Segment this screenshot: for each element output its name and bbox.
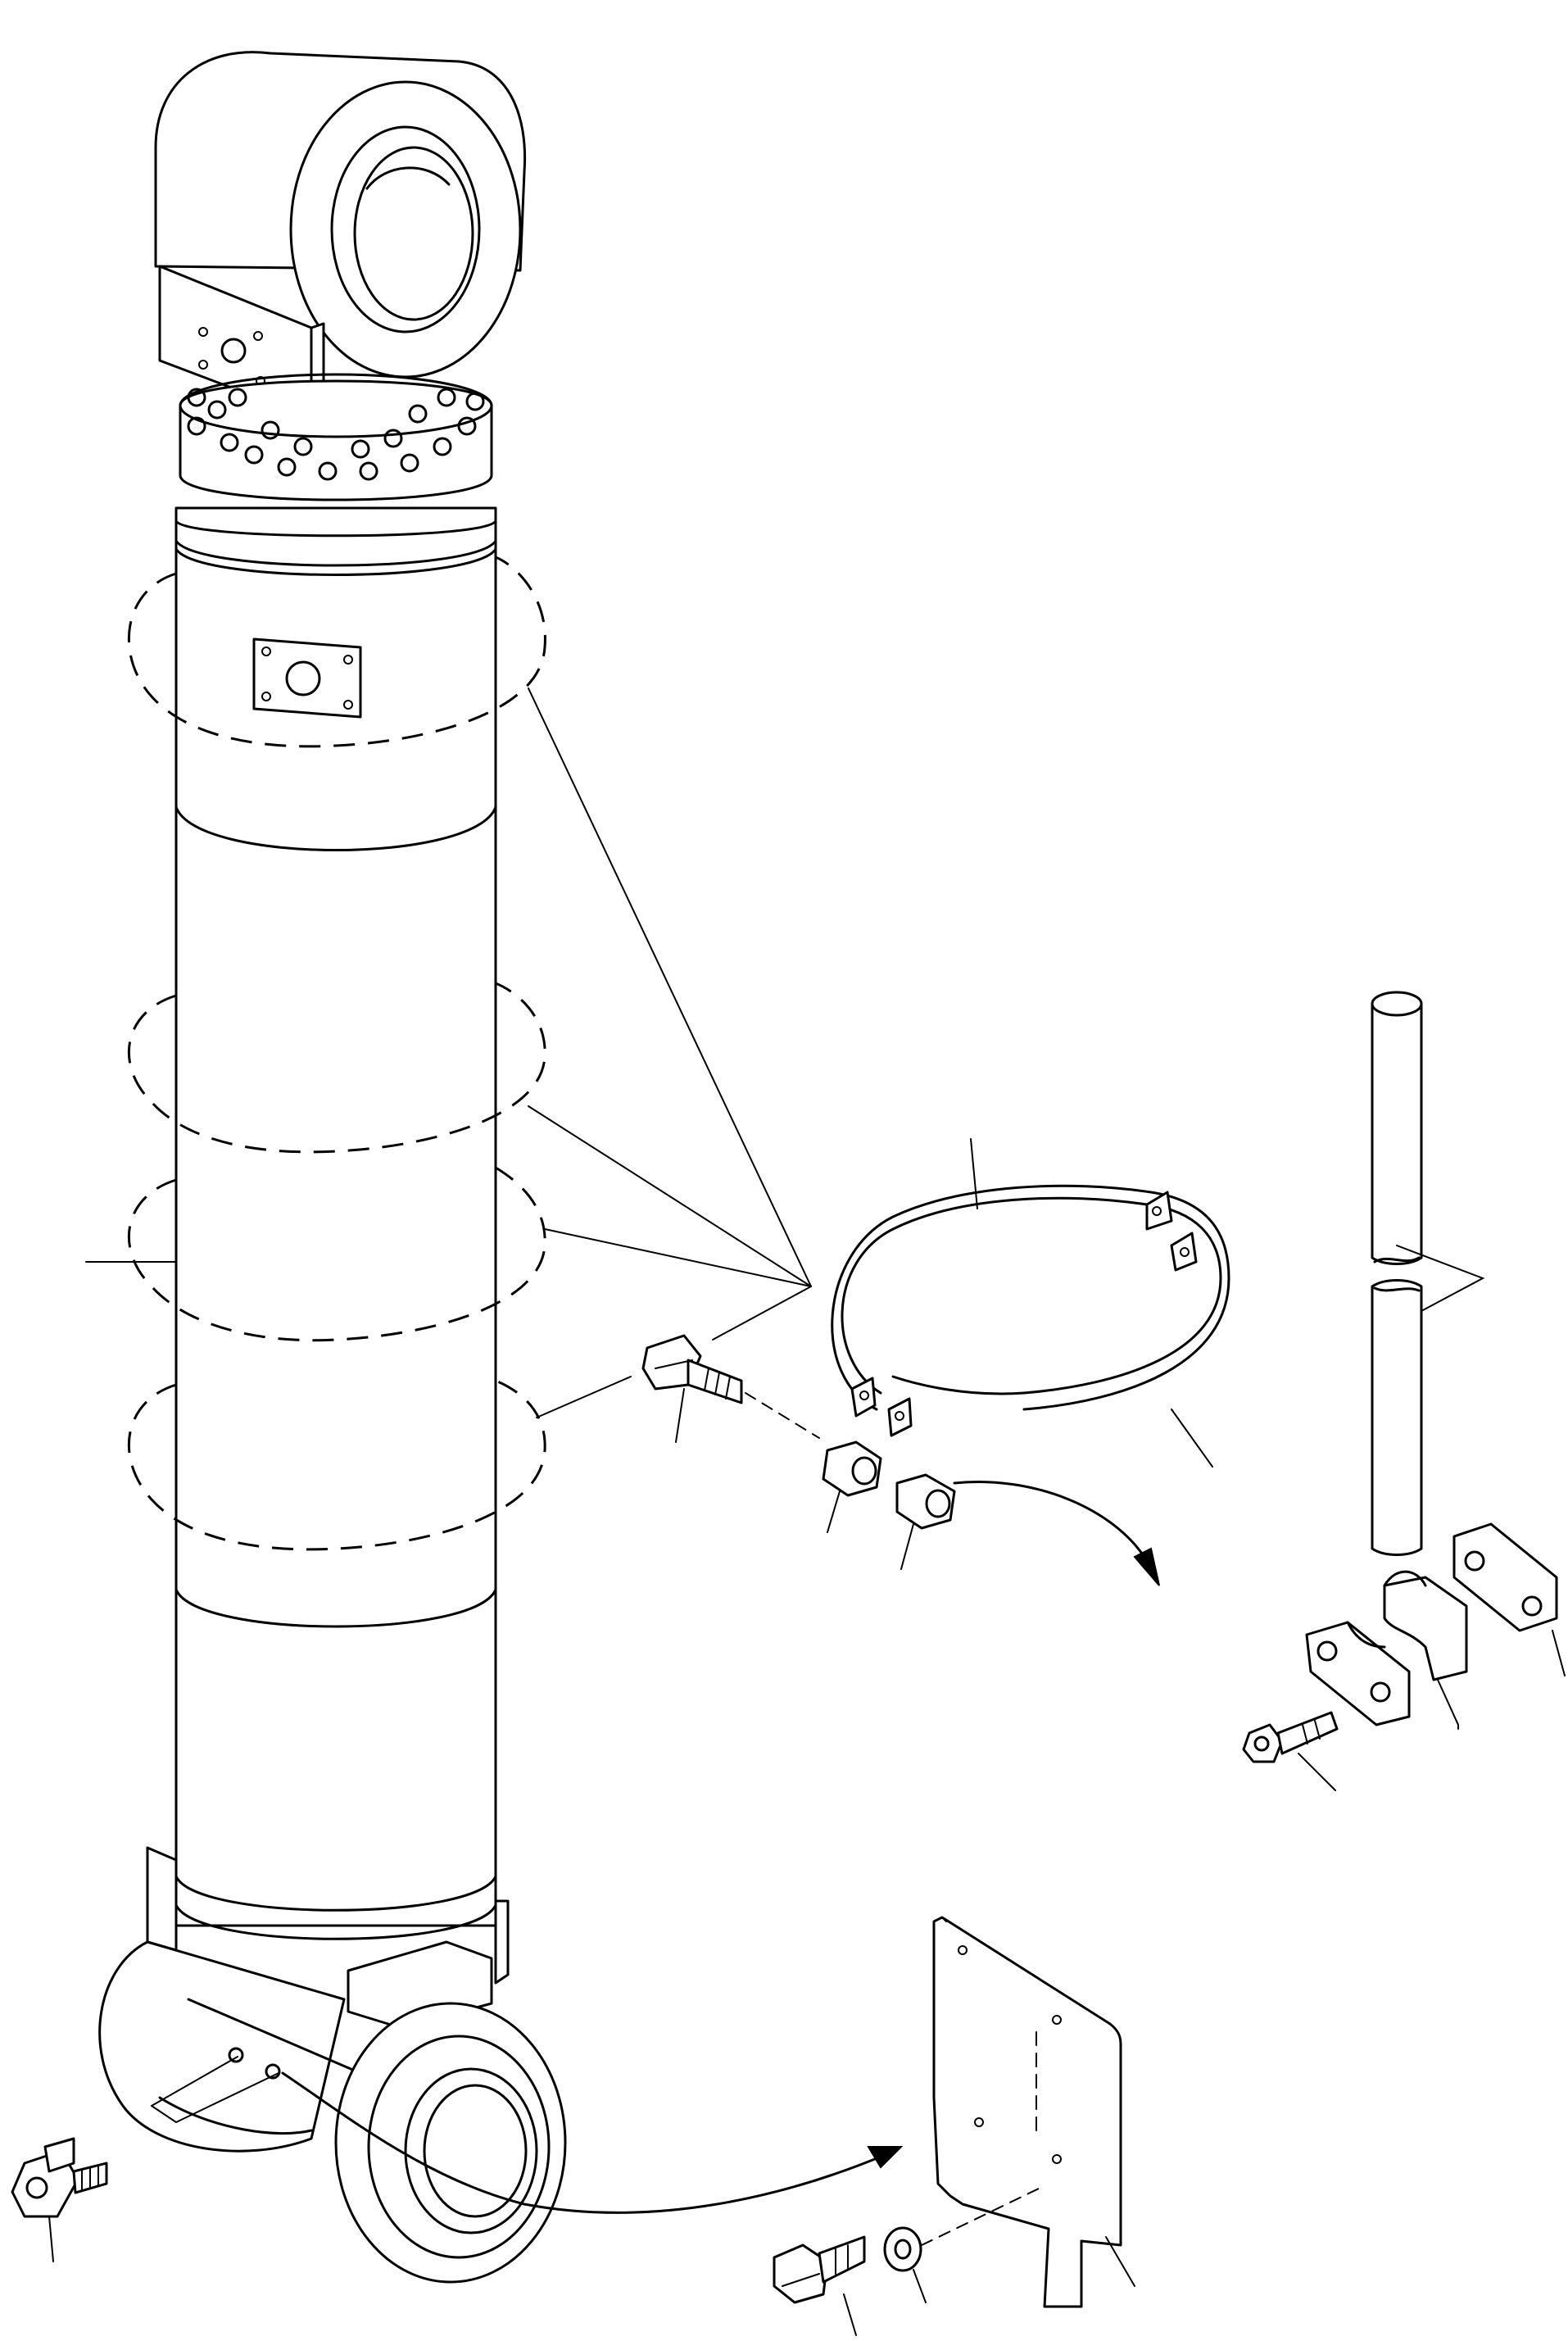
assembly-arrow-upper (953, 1481, 1160, 1586)
clamp-position-lower (127, 1379, 546, 1551)
pipe-clamp-half-lower (1305, 1621, 1459, 1730)
cylinder-bottom-clevis (98, 1846, 567, 2284)
cylinder-tube (174, 506, 497, 1940)
clamp-leader-lines (528, 687, 812, 1418)
pipe-clamp-half-upper (1383, 1570, 1468, 1681)
head-flange (179, 373, 493, 501)
guard-bolt (773, 2235, 866, 2336)
clamp-bolt (641, 1334, 820, 1443)
grease-nipple-fitting (11, 2137, 108, 2262)
pipe-clamp-plate (1452, 1522, 1566, 1676)
cylinder-head-eye (154, 51, 527, 379)
clamp-position-upper (127, 556, 546, 748)
guard-plate (932, 1916, 1135, 2308)
guard-washer (883, 2187, 1041, 2303)
clamp-nut-1 (822, 1440, 882, 1533)
band-clamp (831, 1138, 1230, 1468)
assembly-arrow-lower (281, 2071, 904, 2214)
pipe-section (1371, 991, 1485, 1556)
tube-mounting-plate (252, 637, 362, 719)
clamp-position-middle-1 (127, 982, 546, 1154)
clamp-position-middle-2 (127, 1166, 546, 1342)
flange-bolt-heads (187, 388, 485, 481)
clamp-nut-2 (895, 1473, 956, 1570)
pipe-clamp-screw (1242, 1711, 1339, 1791)
